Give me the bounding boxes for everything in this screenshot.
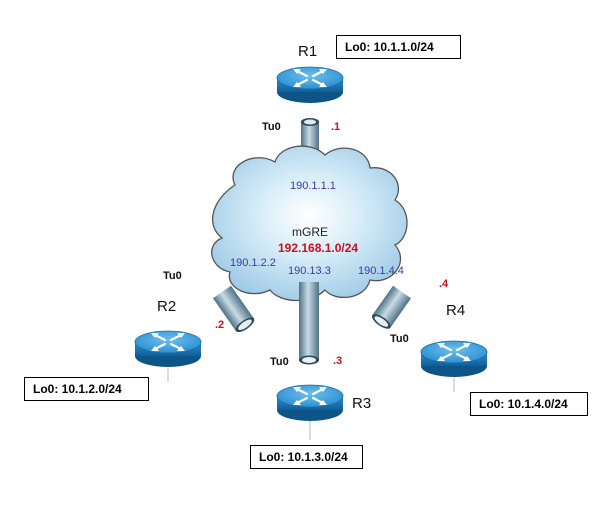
router-r1-name: R1: [298, 43, 318, 60]
phys-ip-r3: 190.13.3: [288, 265, 331, 277]
router-r3-name: R3: [352, 395, 372, 412]
router-r2-name: R2: [157, 298, 177, 315]
tunnel-r4-octet: .4: [439, 278, 449, 290]
tunnel-r4-label: Tu0: [390, 333, 409, 345]
tunnel-r3-octet: .3: [333, 355, 343, 367]
tunnel-r4: [371, 285, 412, 329]
loopback-r2: Lo0: 10.1.2.0/24: [24, 377, 149, 401]
tunnel-r1-label: Tu0: [262, 121, 281, 133]
phys-ip-r2: 190.1.2.2: [230, 257, 276, 269]
tunnel-r2-label: Tu0: [163, 270, 182, 282]
tunnel-r3-label: Tu0: [270, 356, 289, 368]
tunnel-r2: [212, 285, 255, 333]
router-r2-icon: [133, 329, 203, 369]
loopback-r4: Lo0: 10.1.4.0/24: [470, 392, 588, 416]
router-r4-icon: [419, 339, 489, 379]
mgre-cloud: [211, 145, 408, 302]
phys-ip-r4: 190.1.4.4: [358, 265, 404, 277]
router-r3-icon: [275, 383, 345, 423]
cloud-network: 192.168.1.0/24: [278, 241, 359, 255]
cloud-name: mGRE: [292, 225, 328, 239]
router-r1-icon: [275, 65, 345, 105]
loopback-r3: Lo0: 10.1.3.0/24: [250, 445, 363, 469]
phys-ip-r1: 190.1.1.1: [290, 180, 336, 192]
tunnel-r1-octet: .1: [331, 121, 341, 133]
tunnel-r2-octet: .2: [215, 319, 225, 331]
tunnel-r3: [299, 282, 319, 365]
loopback-r1: Lo0: 10.1.1.0/24: [336, 35, 461, 59]
router-r4-name: R4: [446, 302, 466, 319]
